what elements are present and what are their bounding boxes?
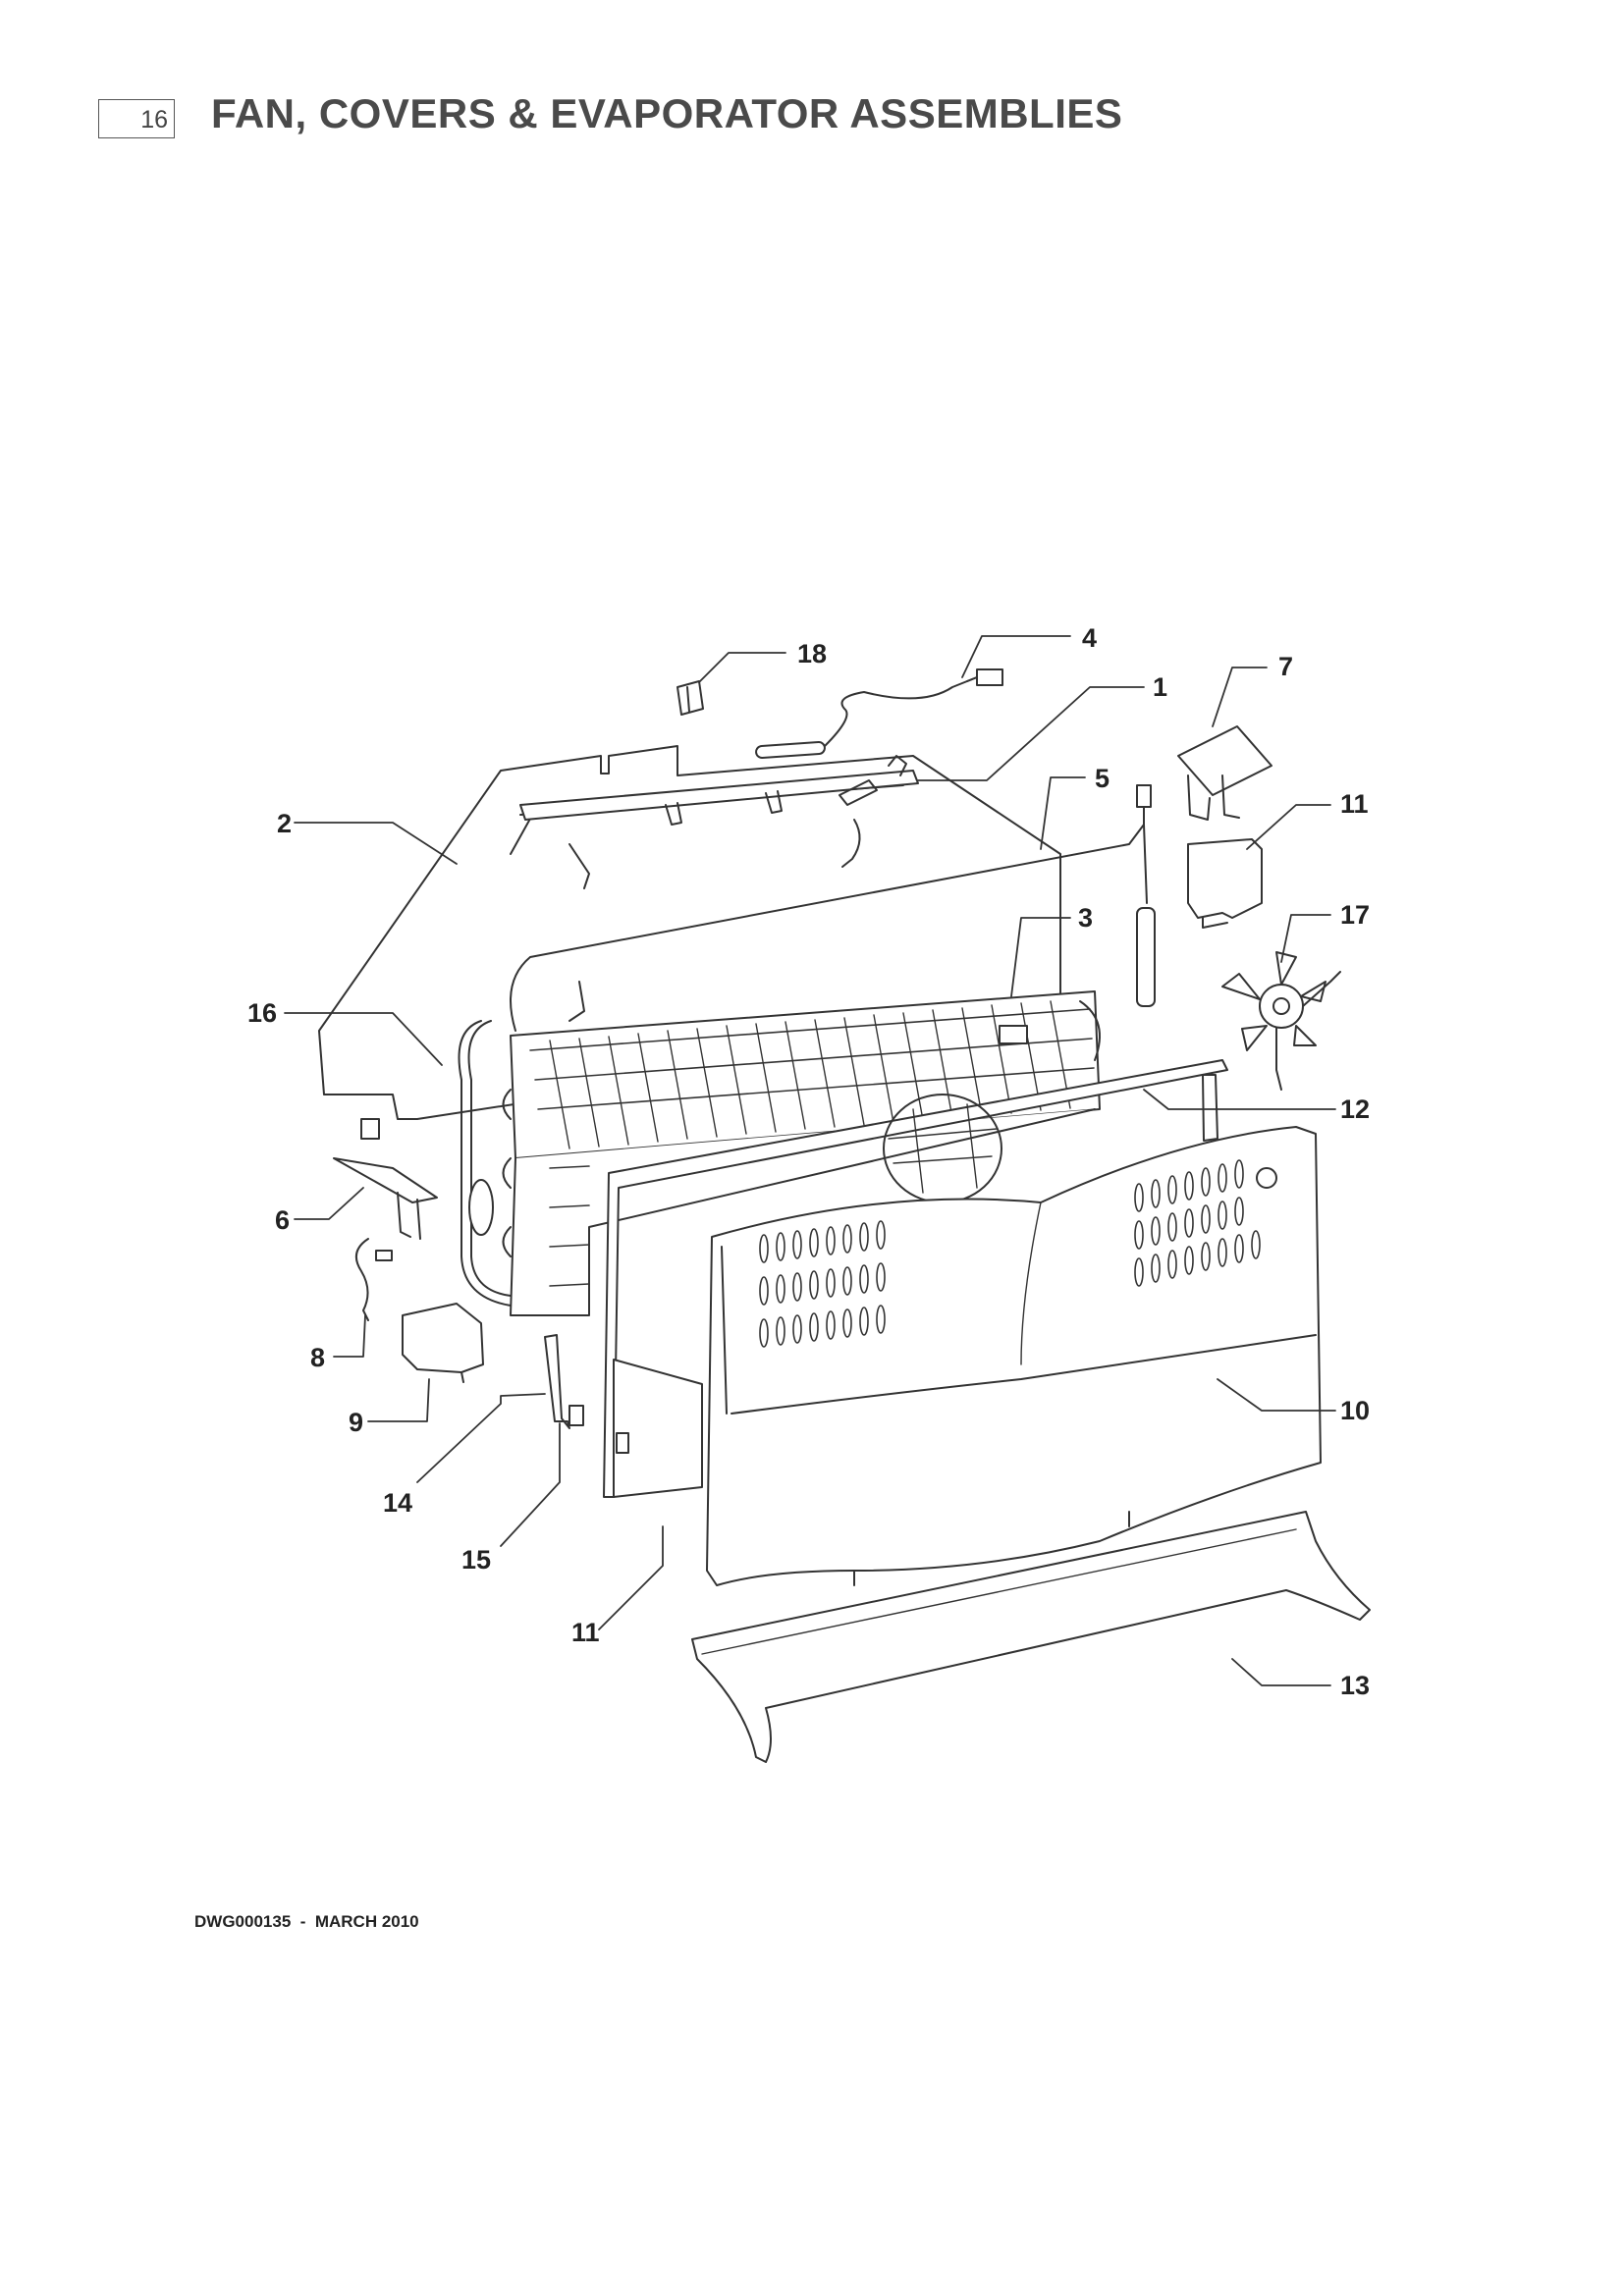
page-title: FAN, COVERS & EVAPORATOR ASSEMBLIES [211,90,1123,136]
callout-18: 18 [797,639,827,668]
callout-11-upper: 11 [1340,789,1369,819]
callout-3: 3 [1078,903,1093,933]
callout-7: 7 [1278,652,1293,681]
drawing-reference: DWG000135 - MARCH 2010 [194,1912,419,1931]
callout-8: 8 [310,1343,325,1372]
part-top-bracket [519,755,919,868]
part-fan-motor [1221,951,1341,1091]
part-side-panel [613,1359,703,1498]
callout-6: 6 [275,1205,290,1235]
callout-17: 17 [1340,900,1370,930]
callout-1: 1 [1153,672,1167,702]
part-temperature-sensor [755,668,1003,760]
part-heater-element [544,1334,584,1429]
callout-11-lower: 11 [571,1618,600,1647]
part-bottom-trim [691,1511,1371,1763]
callout-16: 16 [247,998,277,1028]
page-number-box: 16 [98,99,175,138]
part-fan-cover [1187,838,1263,929]
leader-lines [284,635,1336,1686]
callout-9: 9 [349,1408,363,1437]
callout-labels: 18 4 1 7 5 2 11 3 17 16 12 6 8 10 9 14 1… [247,623,1370,1700]
part-small-cover [402,1303,484,1383]
callout-13: 13 [1340,1671,1370,1700]
callout-14: 14 [383,1488,412,1518]
callout-15: 15 [461,1545,491,1575]
callout-5: 5 [1095,764,1110,793]
part-clip [677,680,704,716]
part-fan-bracket [1177,725,1272,821]
part-defrost-wire [510,784,1156,1032]
callout-4: 4 [1082,623,1097,653]
part-duct-frame [603,1059,1228,1498]
callout-10: 10 [1340,1396,1370,1425]
callout-12: 12 [1340,1095,1370,1124]
part-drain-bracket [333,1157,438,1240]
part-evaporator-cover [706,1126,1322,1586]
part-wire-harness [354,1238,393,1321]
callout-2: 2 [277,809,292,838]
page-number: 16 [140,106,168,133]
